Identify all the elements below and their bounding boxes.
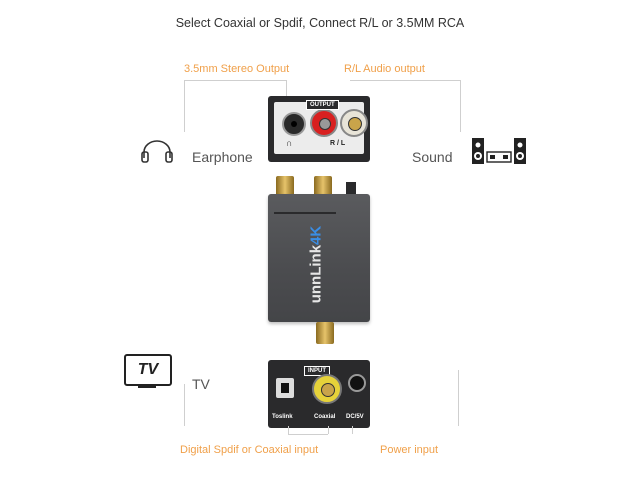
dc-marking: DC/5V <box>346 414 364 420</box>
input-tag: INPUT <box>304 366 330 376</box>
output-tag: OUTPUT <box>306 100 339 110</box>
connector-line <box>288 426 289 434</box>
gold-rca-connector <box>314 176 332 196</box>
gold-coaxial-connector <box>316 322 334 344</box>
connector-line <box>328 426 329 434</box>
tv-label: TV <box>192 376 210 392</box>
connector-line <box>458 370 459 426</box>
power-input-label: Power input <box>380 444 439 456</box>
connector-line <box>460 80 461 132</box>
output-panel: ∩ R / L OUTPUT <box>268 96 370 162</box>
page-title: Select Coaxial or Spdif, Connect R/L or … <box>175 16 465 30</box>
rl-output-label: R/L Audio output <box>344 63 425 75</box>
connector-line <box>184 384 185 426</box>
converter-device: unnLink4K <box>268 194 370 322</box>
digital-input-label: Digital Spdif or Coaxial input <box>180 444 319 456</box>
brand-logo: unnLink4K <box>307 225 325 304</box>
red-rca-jack[interactable] <box>310 109 338 137</box>
connector-line <box>352 426 353 434</box>
connector-line <box>286 80 287 98</box>
sound-label: Sound <box>412 149 453 165</box>
headphone-glyph: ∩ <box>286 138 293 148</box>
connector-line <box>350 80 460 81</box>
toslink-marking: Toslink <box>272 414 293 420</box>
speaker-system-icon <box>472 138 526 164</box>
white-rca-jack[interactable] <box>340 109 368 137</box>
input-panel: INPUT Toslink Coaxial DC/5V <box>268 360 370 428</box>
connector-line <box>184 80 286 81</box>
stereo-jack[interactable] <box>282 112 306 136</box>
earphone-label: Earphone <box>192 149 253 165</box>
stereo-port-stub <box>346 182 356 194</box>
coaxial-jack[interactable] <box>312 374 342 404</box>
stereo-output-label: 3.5mm Stereo Output <box>184 63 290 75</box>
headphone-icon <box>141 140 173 163</box>
connector-line <box>184 80 185 132</box>
output-panel-face: ∩ R / L <box>274 102 368 154</box>
dc-power-jack[interactable] <box>348 374 366 392</box>
connector-line <box>288 434 328 435</box>
device-slot <box>274 212 336 214</box>
coaxial-marking: Coaxial <box>314 414 336 420</box>
tv-icon: TV <box>124 354 172 386</box>
toslink-port[interactable] <box>276 378 294 398</box>
gold-rca-connector <box>276 176 294 196</box>
rl-marking: R / L <box>330 140 346 147</box>
tv-stand <box>138 386 156 388</box>
